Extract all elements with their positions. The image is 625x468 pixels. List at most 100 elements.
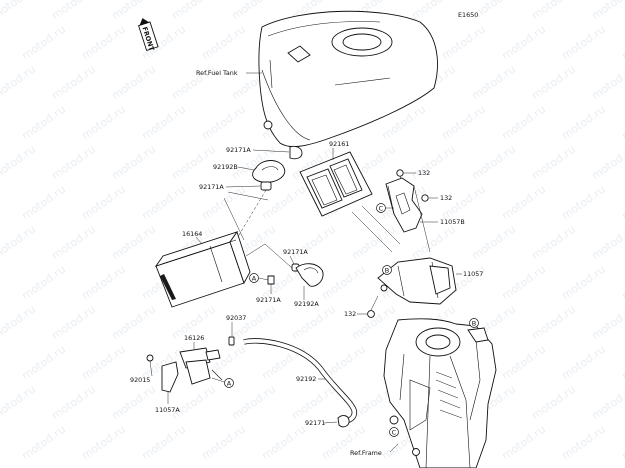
bracket-11057b: [385, 177, 423, 233]
label-11057a: 11057A: [155, 406, 180, 414]
label-132-low: 132: [344, 310, 356, 318]
frame-section: [383, 318, 497, 468]
label-92171a-right: 92171A: [283, 248, 308, 256]
watermark-text: motod.ru: [19, 343, 68, 383]
watermark-text: motod.ru: [529, 63, 578, 103]
fuel-cap: [342, 33, 382, 51]
canister-16164: [154, 231, 251, 308]
watermark-text: motod.ru: [19, 263, 68, 303]
watermark-text: motod.ru: [439, 103, 488, 143]
watermark-text: motod.ru: [109, 223, 158, 263]
watermark-text: motod.ru: [349, 223, 398, 263]
watermark-text: motod.ru: [0, 383, 38, 423]
cover-92161: [299, 151, 373, 217]
watermark-text: motod.ru: [469, 143, 518, 183]
watermark-text: motod.ru: [49, 303, 98, 343]
callout-a-lower: A: [224, 378, 234, 388]
bolt-132-mid: [421, 194, 429, 202]
label-92015: 92015: [130, 376, 150, 384]
callout-b-lower-letter: B: [472, 320, 476, 328]
callout-c-top-letter: C: [379, 205, 384, 213]
watermark-text: motod.ru: [589, 143, 625, 183]
watermark-text: motod.ru: [169, 383, 218, 423]
watermark-text: motod.ru: [79, 23, 128, 63]
diagram-code: E1650: [458, 11, 478, 19]
valve-16126: [146, 347, 223, 393]
watermark-text: motod.ru: [49, 143, 98, 183]
watermark-text: motod.ru: [499, 103, 548, 143]
watermark-text: motod.ru: [559, 343, 608, 383]
callout-b-lower: B: [469, 318, 479, 328]
callout-a-lower-letter: A: [227, 380, 232, 388]
ref-fuel-tank-label: Ref.Fuel Tank: [196, 69, 238, 77]
watermark-text: motod.ru: [589, 0, 625, 22]
watermark-text: motod.ru: [619, 183, 625, 223]
watermark-text: motod.ru: [49, 0, 98, 22]
label-92171a-top: 92171A: [226, 146, 251, 154]
watermark-text: motod.ru: [49, 223, 98, 263]
watermark-text: motod.ru: [499, 423, 548, 463]
watermark-text: motod.ru: [349, 303, 398, 343]
watermark-text: motod.ru: [469, 63, 518, 103]
watermark-text: motod.ru: [0, 223, 38, 263]
watermark-text: motod.ru: [559, 183, 608, 223]
watermark-text: motod.ru: [409, 223, 458, 263]
tank-mount-hole: [263, 120, 273, 130]
label-11057b: 11057B: [440, 218, 465, 226]
label-92171-bottom: 92171: [305, 419, 325, 427]
watermark-text: motod.ru: [169, 0, 218, 22]
clamp-92171a-mid: [260, 181, 272, 191]
watermark-text: motod.ru: [139, 103, 188, 143]
ref-frame-label: Ref.Frame: [350, 449, 382, 457]
watermark-text: motod.ru: [289, 383, 338, 423]
watermark-text: motod.ru: [559, 423, 608, 463]
watermark-text: motod.ru: [49, 383, 98, 423]
watermark-text: motod.ru: [19, 183, 68, 223]
label-92171a-low: 92171A: [256, 296, 281, 304]
watermark-text: motod.ru: [319, 263, 368, 303]
watermark-text: motod.ru: [79, 423, 128, 463]
hose-92192: [243, 338, 357, 424]
watermark-text: motod.ru: [409, 143, 458, 183]
watermark-text: motod.ru: [529, 383, 578, 423]
watermark-text: motod.ru: [559, 23, 608, 63]
watermark-text: motod.ru: [199, 423, 248, 463]
clip-92037: [228, 336, 235, 346]
label-92161: 92161: [329, 140, 349, 148]
callout-c-top: C: [376, 203, 386, 213]
watermark-text: motod.ru: [79, 343, 128, 383]
watermark-text: motod.ru: [499, 343, 548, 383]
watermark-text: motod.ru: [139, 183, 188, 223]
clamp-92171-bottom: [337, 415, 350, 428]
watermark-text: motod.ru: [79, 183, 128, 223]
label-92192: 92192: [296, 375, 316, 383]
watermark-text: motod.ru: [529, 143, 578, 183]
callout-a-upper-letter: A: [252, 275, 257, 283]
watermark-text: motod.ru: [529, 0, 578, 22]
watermark-text: motod.ru: [439, 183, 488, 223]
watermark-text: motod.ru: [439, 23, 488, 63]
watermark-text: motod.ru: [79, 103, 128, 143]
watermark-text: motod.ru: [19, 23, 68, 63]
callout-c-lower: C: [389, 427, 399, 437]
callout-c-lower-letter: C: [392, 429, 397, 437]
watermark-text: motod.ru: [109, 143, 158, 183]
watermark-text: motod.ru: [229, 383, 278, 423]
watermark-text: motod.ru: [109, 383, 158, 423]
label-16164: 16164: [182, 230, 202, 238]
watermark-text: motod.ru: [529, 223, 578, 263]
label-92171a-mid: 92171A: [199, 183, 224, 191]
watermark-text: motod.ru: [559, 103, 608, 143]
label-92192a: 92192A: [294, 300, 319, 308]
hose-92192b: [252, 160, 286, 183]
watermark-text: motod.ru: [109, 303, 158, 343]
watermark-text: motod.ru: [499, 183, 548, 223]
watermark-text: motod.ru: [0, 0, 38, 22]
watermark-text: motod.ru: [559, 263, 608, 303]
watermark-text: motod.ru: [289, 223, 338, 263]
watermark-text: motod.ru: [109, 0, 158, 22]
clamp-92171a-top: [289, 145, 303, 160]
label-92192b: 92192B: [213, 163, 238, 171]
bolt-132-low: [367, 295, 379, 318]
